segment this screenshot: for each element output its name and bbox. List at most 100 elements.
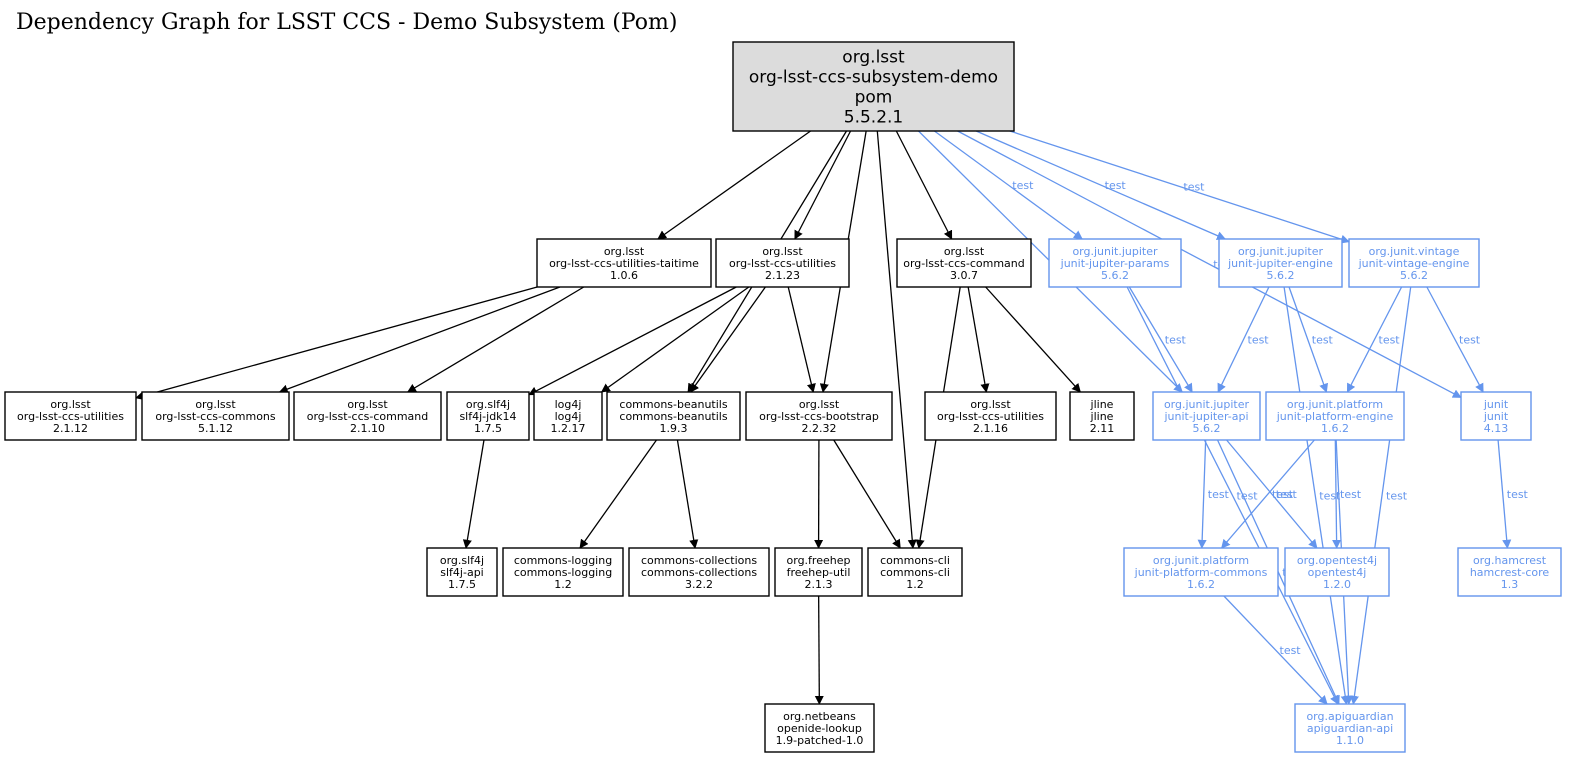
node-label: commons-cli xyxy=(880,554,950,567)
edge-beanutils-to-commons_logging xyxy=(579,439,658,549)
node-label: 2.1.12 xyxy=(53,422,88,435)
node-label: org.slf4j xyxy=(466,398,510,411)
edge-command307-to-jline xyxy=(985,286,1081,393)
node-box xyxy=(764,703,875,753)
edge-root-to-vintage_engine xyxy=(1009,130,1350,244)
node-label: 2.1.10 xyxy=(350,422,385,435)
node-label: commons-cli xyxy=(880,566,950,579)
node-label: apiguardian-api xyxy=(1307,722,1393,735)
edge-label: test xyxy=(1248,334,1270,347)
node-label: opentest4j xyxy=(1308,566,1367,579)
edge-platform_engine-to-platform_commons xyxy=(1221,439,1315,549)
node-label: 2.1.3 xyxy=(805,578,833,591)
node-label: junit-vintage-engine xyxy=(1358,257,1470,270)
node-label: org.lsst xyxy=(195,398,236,411)
edge-label: test xyxy=(1379,334,1401,347)
edge-vintage_engine-to-platform_engine xyxy=(1346,286,1403,393)
node-box xyxy=(4,391,137,441)
edge-label: test xyxy=(1459,334,1481,347)
node-label: org.opentest4j xyxy=(1297,554,1377,567)
node-label: org-lsst-ccs-bootstrap xyxy=(759,410,879,423)
node-label: org-lsst-ccs-subsystem-demo xyxy=(749,67,998,87)
node-label: 1.6.2 xyxy=(1321,422,1349,435)
edge-slf4j_jdk14-to-slf4j_api xyxy=(462,439,485,549)
edge-label: test xyxy=(1105,179,1127,192)
node-box xyxy=(1152,391,1261,441)
node-label: org.lsst xyxy=(842,47,905,67)
node-platform_commons: org.junit.platformjunit-platform-commons… xyxy=(1123,547,1279,597)
edge-root-to-utilities2123 xyxy=(794,130,852,240)
node-label: junit-jupiter-api xyxy=(1163,410,1248,423)
node-label: 5.6.2 xyxy=(1193,422,1221,435)
node-box xyxy=(745,391,893,441)
node-label: junit xyxy=(1483,398,1509,411)
edge-label: test xyxy=(1272,488,1294,501)
node-label: 1.6.2 xyxy=(1187,578,1215,591)
node-box xyxy=(896,238,1032,288)
edge-label: test xyxy=(1280,644,1302,657)
node-commons_collections: commons-collectionscommons-collections3.… xyxy=(628,547,770,597)
node-box xyxy=(1348,238,1480,288)
edge-label: test xyxy=(1165,334,1187,347)
edge-taitime-to-command2110 xyxy=(406,286,585,393)
node-label: 3.2.2 xyxy=(685,578,713,591)
node-box xyxy=(446,391,530,441)
node-box xyxy=(1294,703,1406,753)
edge-label: test xyxy=(1237,490,1259,503)
node-box xyxy=(774,547,863,597)
edge-root-to-jupiter_engine xyxy=(975,130,1226,240)
node-label: 1.2.17 xyxy=(551,422,586,435)
node-label: org-lsst-ccs-utilities xyxy=(17,410,124,423)
node-label: org.lsst xyxy=(799,398,840,411)
node-jupiter_params: org.junit.jupiterjunit-jupiter-params5.6… xyxy=(1048,238,1182,288)
node-label: 2.1.16 xyxy=(973,422,1008,435)
node-label: org-lsst-ccs-utilities xyxy=(729,257,836,270)
node-box xyxy=(141,391,290,441)
node-label: 1.7.5 xyxy=(448,578,476,591)
node-label: 2.11 xyxy=(1090,422,1115,435)
node-label: org.slf4j xyxy=(440,554,484,567)
edge-label: test xyxy=(1012,179,1034,192)
node-box xyxy=(867,547,963,597)
edge-jupiter_engine-to-platform_engine xyxy=(1288,286,1328,393)
edge-taitime-to-utilities2112 xyxy=(135,286,538,401)
node-box xyxy=(1218,238,1343,288)
node-label: org-lsst-ccs-commons xyxy=(155,410,276,423)
node-box xyxy=(924,391,1057,441)
node-label: slf4j-jdk14 xyxy=(459,410,516,423)
edge-label: test xyxy=(1507,488,1529,501)
edge-vintage_engine-to-apiguardian xyxy=(1349,286,1412,705)
edge-jupiter_engine-to-apiguardian xyxy=(1283,286,1350,705)
node-label: slf4j-api xyxy=(440,566,483,579)
node-box xyxy=(606,391,741,441)
node-label: org.hamcrest xyxy=(1473,554,1547,567)
node-taitime: org.lsstorg-lsst-ccs-utilities-taitime1.… xyxy=(536,238,712,288)
node-box xyxy=(1265,391,1405,441)
node-label: commons-beanutils xyxy=(619,410,727,423)
node-label: org.freehep xyxy=(787,554,851,567)
edge-label: test xyxy=(1183,180,1205,193)
node-label: org-lsst-ccs-command xyxy=(307,410,429,423)
edge-taitime-to-commons5112 xyxy=(278,286,561,394)
edge-jupiter_api-to-opentest4j xyxy=(1226,439,1318,549)
node-label: commons-collections xyxy=(641,566,757,579)
node-label: 1.2 xyxy=(554,578,572,591)
node-box xyxy=(732,41,1015,132)
node-label: 2.1.23 xyxy=(765,269,800,282)
node-label: org.junit.jupiter xyxy=(1238,245,1324,258)
node-label: junit-platform-commons xyxy=(1134,566,1268,579)
node-box xyxy=(293,391,442,441)
edge-jupiter_params-to-apiguardian xyxy=(1126,286,1339,705)
node-label: log4j xyxy=(555,398,582,411)
node-label: commons-collections xyxy=(641,554,757,567)
edge-platform_engine-to-opentest4j xyxy=(1332,439,1342,549)
node-box xyxy=(426,547,498,597)
edge-jupiter_params-to-jupiter_api xyxy=(1128,286,1193,393)
